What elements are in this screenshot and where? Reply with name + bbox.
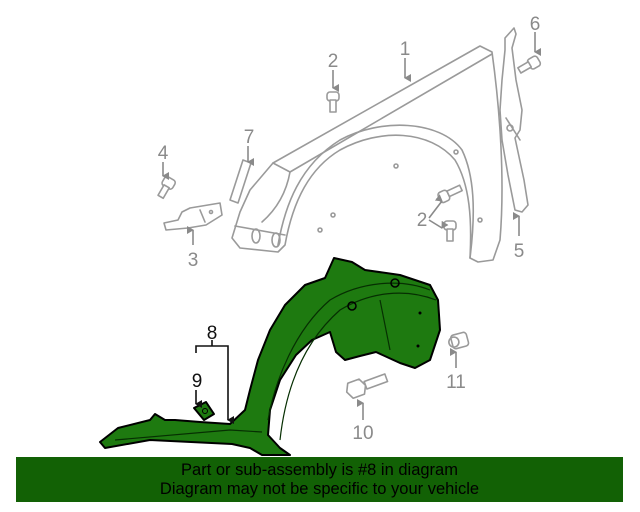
bolt-4[interactable]	[155, 175, 177, 200]
callout-11-label: 11	[446, 372, 466, 393]
fender-liner-part[interactable]	[99, 257, 441, 456]
screw-part[interactable]	[344, 370, 389, 400]
callout-5-label: 5	[514, 241, 525, 262]
callout-10-label: 10	[352, 423, 373, 444]
callout-2b-arrow-upper	[428, 194, 443, 219]
callout-9-label: 9	[192, 371, 203, 392]
bracket-part[interactable]	[163, 202, 223, 231]
callout-6-label: 6	[530, 14, 541, 35]
bolt-2-lower[interactable]	[443, 220, 457, 242]
banner-line-part-number: Part or sub-assembly is #8 in diagram	[181, 461, 458, 479]
side-support-part[interactable]	[499, 27, 529, 213]
info-banner: Part or sub-assembly is #8 in diagram Di…	[16, 457, 623, 502]
push-retainer-part[interactable]	[447, 331, 470, 350]
callout-8-label: 8	[207, 323, 218, 344]
bolt-6[interactable]	[517, 55, 542, 76]
callout-3-label: 3	[188, 250, 199, 271]
callout-1-label: 1	[400, 39, 411, 60]
callout-7-label: 7	[244, 127, 255, 148]
bolt-2-top[interactable]	[326, 91, 340, 113]
callout-2a-label: 2	[328, 51, 339, 72]
callout-4-label: 4	[158, 143, 169, 164]
banner-line-disclaimer: Diagram may not be specific to your vehi…	[159, 480, 480, 498]
fender-part[interactable]	[231, 45, 503, 263]
callout-2b-label: 2	[417, 210, 428, 231]
bolt-2-upper[interactable]	[437, 183, 463, 204]
callout-2b-arrow-lower	[428, 219, 449, 229]
clip-nut-part[interactable]	[193, 401, 215, 421]
